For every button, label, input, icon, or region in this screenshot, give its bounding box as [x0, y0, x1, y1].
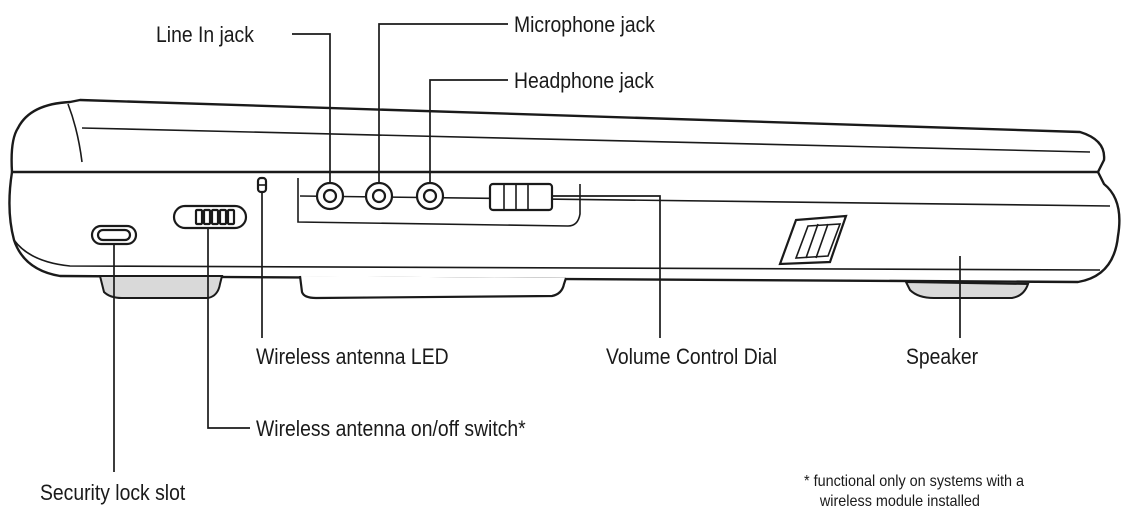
headphone-jack-port: [415, 181, 445, 211]
laptop-body: [8, 98, 1121, 300]
label-wireless-antenna-led: Wireless antenna LED: [256, 345, 449, 369]
label-speaker: Speaker: [906, 345, 978, 369]
leader-wireless-switch: [207, 228, 250, 429]
wireless-switch: [172, 204, 248, 230]
footnote-line-2: wireless module installed: [819, 492, 980, 510]
label-microphone-jack: Microphone jack: [514, 13, 656, 37]
speaker-grille: [778, 214, 848, 266]
security-lock-slot: [90, 224, 138, 246]
label-headphone-jack: Headphone jack: [514, 69, 655, 93]
label-wireless-switch: Wireless antenna on/off switch*: [256, 417, 526, 441]
wireless-led: [256, 176, 268, 194]
labels: Line In jack Microphone jack Headphone j…: [40, 13, 1025, 510]
leader-microphone: [378, 23, 508, 183]
leader-lines: [113, 23, 961, 472]
label-security-lock-slot: Security lock slot: [40, 481, 185, 505]
line-in-jack-port: [315, 181, 345, 211]
leader-line-in: [292, 33, 331, 183]
footnote-line-1: * functional only on systems with a: [804, 472, 1025, 490]
leader-volume: [552, 195, 661, 338]
label-line-in-jack: Line In jack: [156, 23, 255, 47]
left-foot: [98, 275, 224, 299]
leader-headphone: [429, 79, 508, 183]
volume-dial: [488, 182, 554, 212]
label-volume-control-dial: Volume Control Dial: [606, 345, 777, 369]
port-panel: [297, 178, 581, 227]
microphone-jack-port: [364, 181, 394, 211]
right-foot: [904, 280, 1030, 299]
bottom-strip: [298, 275, 568, 300]
